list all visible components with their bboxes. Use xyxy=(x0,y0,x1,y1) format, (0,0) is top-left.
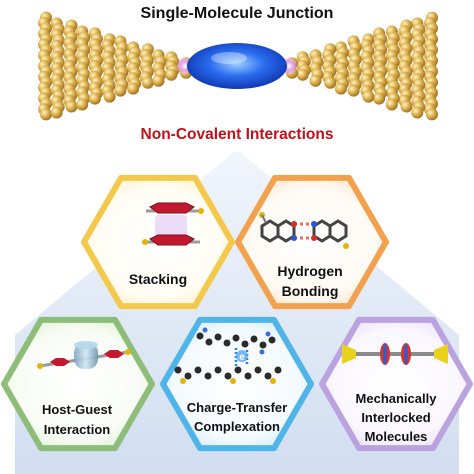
gold-atom xyxy=(347,84,360,97)
gold-atom xyxy=(324,76,337,89)
label-chargetransfer-line1: Charge-Transfer xyxy=(187,400,287,415)
label-stacking: Stacking xyxy=(129,271,187,287)
hex-interlocked xyxy=(319,316,473,452)
gold-atom xyxy=(296,68,309,81)
subtitle: Non-Covalent Interactions xyxy=(141,126,334,143)
gold-atom xyxy=(165,68,178,81)
title: Single-Molecule Junction xyxy=(141,5,334,22)
stacking-illustration xyxy=(142,202,204,246)
gold-atom xyxy=(385,98,398,111)
label-hostguest-line2: Interaction xyxy=(44,422,111,437)
hex-chargetransfer xyxy=(160,316,314,452)
gold-atom xyxy=(127,82,140,95)
gold-atom xyxy=(152,74,165,87)
gold-atom xyxy=(40,108,52,121)
gold-atom xyxy=(373,92,386,105)
hostguest-illustration xyxy=(37,341,131,369)
molecule-highlight xyxy=(211,52,247,64)
label-chargetransfer-line2: Complexation xyxy=(194,419,280,434)
label-interlocked-line2: Interlocked xyxy=(361,410,430,425)
hbond-illustration xyxy=(259,212,349,249)
label-hbond-line2: Bonding xyxy=(282,283,339,299)
label-hbond-line1: Hydrogen xyxy=(277,263,342,279)
label-interlocked-line1: Mechanically xyxy=(356,391,438,406)
label-hostguest-line1: Host-Guest xyxy=(42,402,113,417)
hex-hbond xyxy=(235,174,389,310)
gold-atom xyxy=(76,98,89,111)
chargetransfer-illustration: e xyxy=(174,327,282,384)
gold-atom xyxy=(141,76,154,89)
gold-atom xyxy=(50,106,63,119)
gold-atom xyxy=(411,106,424,119)
gold-atom xyxy=(309,74,322,87)
right-gold-electrode xyxy=(284,11,438,121)
left-gold-electrode xyxy=(38,11,192,121)
gold-atom xyxy=(334,82,347,95)
interlocked-illustration xyxy=(342,343,448,365)
gold-atom xyxy=(426,108,438,121)
gold-atom xyxy=(362,90,375,103)
electron-label: e xyxy=(239,352,245,363)
gold-atom xyxy=(114,84,127,97)
gold-atom xyxy=(103,90,116,103)
gold-atom xyxy=(65,100,78,113)
label-interlocked-line3: Molecules xyxy=(365,429,428,444)
molecule-ellipse xyxy=(187,43,287,89)
gold-atom xyxy=(400,100,413,113)
gold-atom xyxy=(88,92,101,105)
